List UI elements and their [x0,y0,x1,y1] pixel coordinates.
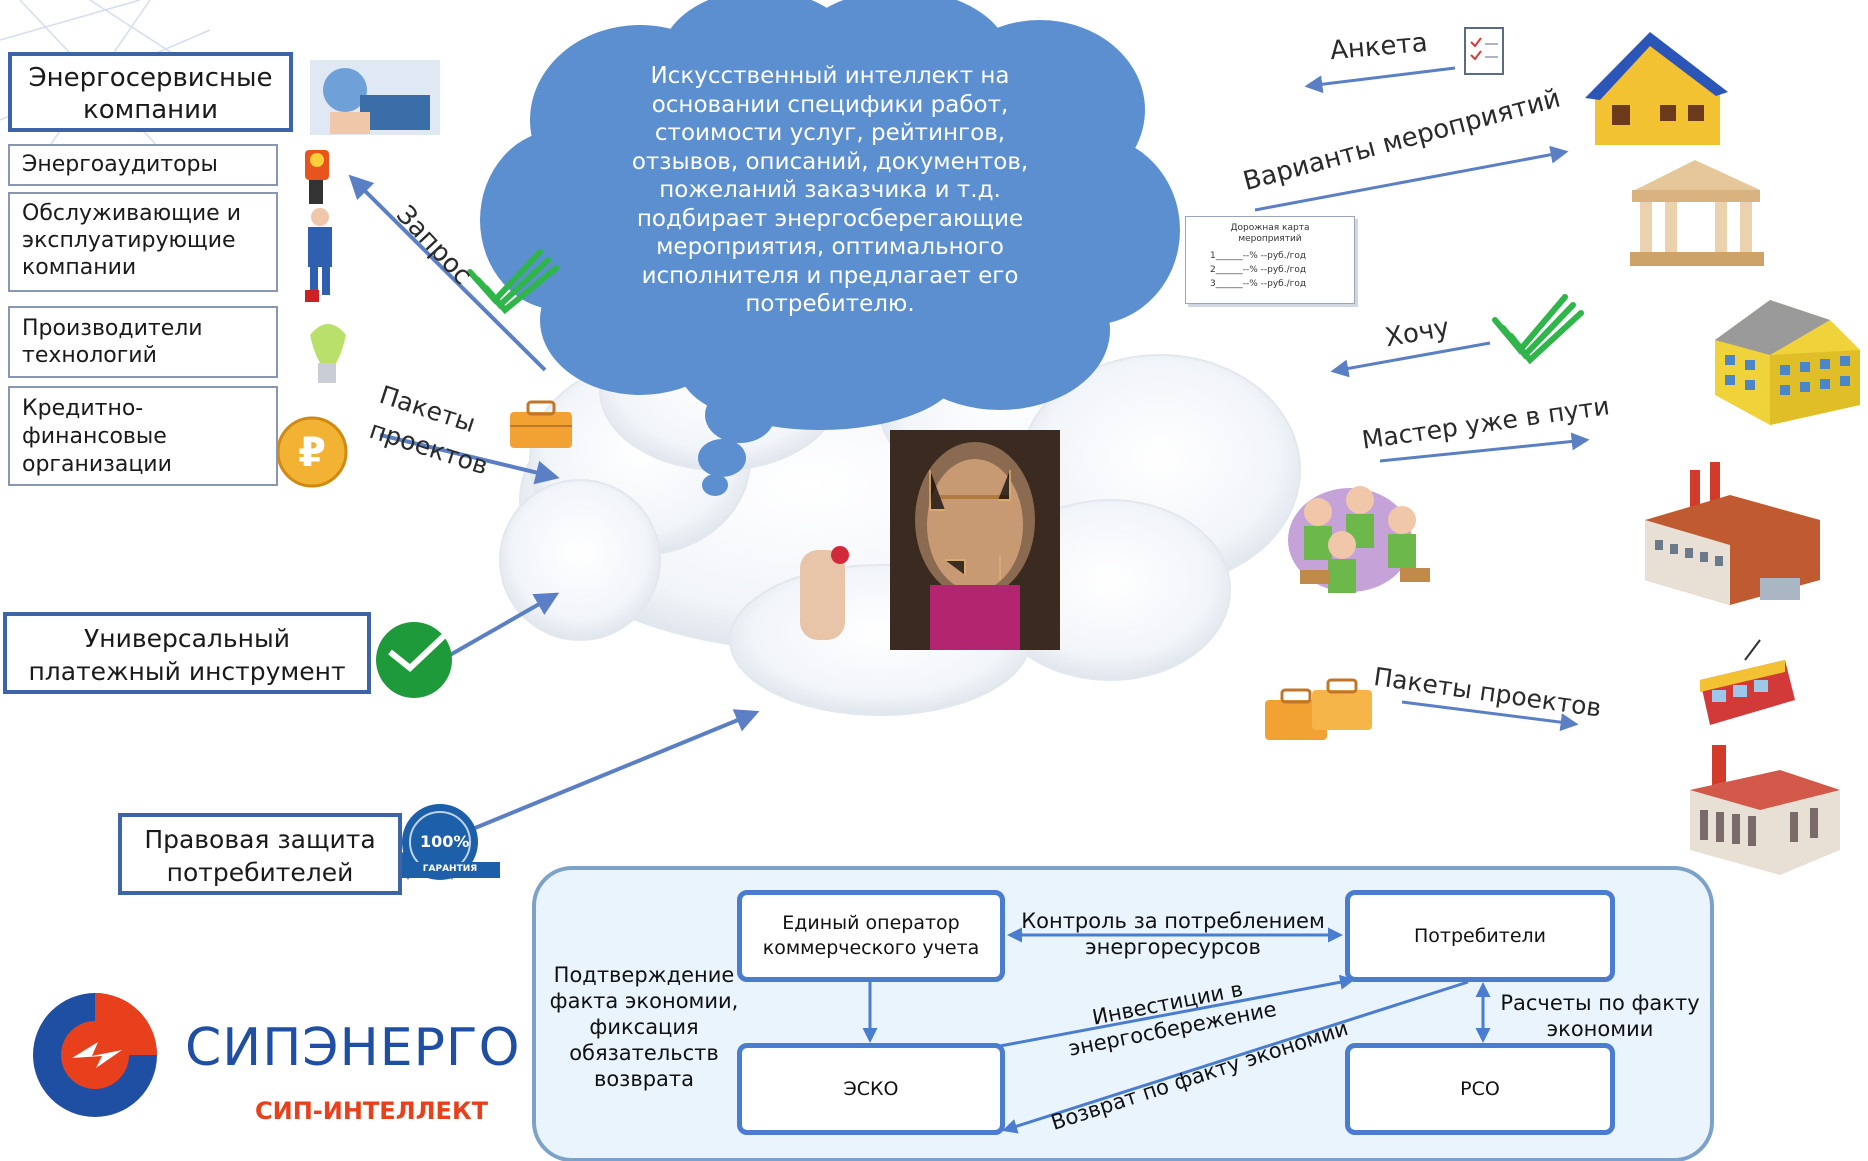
clipboard-icon [1464,27,1504,75]
svg-text:₽: ₽ [298,430,326,476]
thought-cloud [480,0,1180,430]
apartment-building-icon [1715,300,1860,425]
packets-arrow [379,433,560,485]
briefcases-icon [1265,678,1372,740]
factory-icon [1645,462,1820,605]
thermal-camera-icon [305,150,329,204]
payment-logo-icon [376,622,452,698]
guarantee-label: ГАРАНТИЯ [422,864,478,874]
roadmap-line: 1______--% --руб./год [1210,251,1307,261]
payments-label: Расчеты по факту экономии [1500,991,1700,1041]
thought-bubbles [698,387,775,496]
questionnaire-arrow [1304,66,1456,94]
return-arrow [1002,980,1469,1134]
confirm-label: Подтверждение факта экономии, фиксация о… [549,963,739,1091]
legal-box: Правовая защита потребителей [118,813,402,895]
control-label: Контроль за потреблением энергоресурсов [1021,909,1325,959]
worker-icon [305,208,332,302]
payment-label: Универсальный платежный инструмент [28,624,346,686]
payment-box: Универсальный платежный инструмент [3,612,371,694]
tram-icon [1700,639,1795,725]
roadmap-title-1: Дорожная карта [1230,223,1310,233]
esco-label: ЭСКО [843,1077,899,1100]
house-icon [1585,32,1728,145]
roadmap-document: Дорожная карта мероприятий 1______--% --… [1185,216,1355,304]
ai-figure-image [800,430,1060,650]
variants-arrow [1254,145,1569,212]
consumers-label: Потребители [1413,924,1547,947]
payment-arrow [449,592,560,657]
guarantee-seal-icon [398,804,500,880]
ruble-coin-icon: ₽ [276,416,348,488]
auditors-box: Энергоаудиторы [8,144,278,186]
maintenance-label: Обслуживающие и эксплуатирующие компании [22,201,241,280]
guarantee-percent: 100% [420,832,470,851]
energy-service-box: Энергосервисные компании [8,52,293,132]
maintenance-box: Обслуживающие и эксплуатирующие компании [8,192,278,292]
company-subtitle: СИП-ИНТЕЛЛЕКТ [255,1097,488,1125]
consumers-box: Потребители [1345,890,1615,982]
operator-box: Единый оператор коммерческого учета [737,890,1005,982]
power-plant-icon [1690,745,1840,875]
energy-service-label: Энергосервисные компании [28,63,273,125]
esco-box: ЭСКО [737,1043,1005,1135]
roadmap-line: 3______--% --руб./год [1210,279,1307,289]
producers-label: Производители технологий [22,316,203,368]
operator-label: Единый оператор коммерческого учета [762,912,980,959]
legal-label: Правовая защита потребителей [144,825,376,887]
request-arrow [348,174,547,372]
want-arrow [1330,341,1491,378]
invest-arrow [999,974,1355,1048]
auditors-label: Энергоаудиторы [22,152,218,177]
credit-box: Кредитно- финансовые организации [8,386,278,486]
producers-box: Производители технологий [8,306,278,378]
engineer-image [310,60,440,135]
packets-right-arrow [1401,700,1579,732]
roadmap-line: 2______--% --руб./год [1210,265,1307,275]
roadmap-title-2: мероприятий [1238,234,1302,244]
company-logo-icon [33,993,157,1117]
rso-label: РСО [1460,1077,1500,1100]
company-name: СИПЭНЕРГО [185,1018,521,1078]
check-icon [467,249,559,315]
public-building-icon [1630,160,1764,266]
master-arrow [1379,432,1590,463]
thought-text: Искусственный интеллект на основании спе… [631,63,1029,317]
legal-arrow [474,709,760,830]
rso-box: РСО [1345,1043,1615,1135]
credit-label: Кредитно- финансовые организации [22,396,172,477]
energy-bulb-icon [310,324,346,383]
masters-icon [1288,486,1430,593]
check-icon-right [1492,294,1584,365]
briefcase-icon [510,400,572,448]
